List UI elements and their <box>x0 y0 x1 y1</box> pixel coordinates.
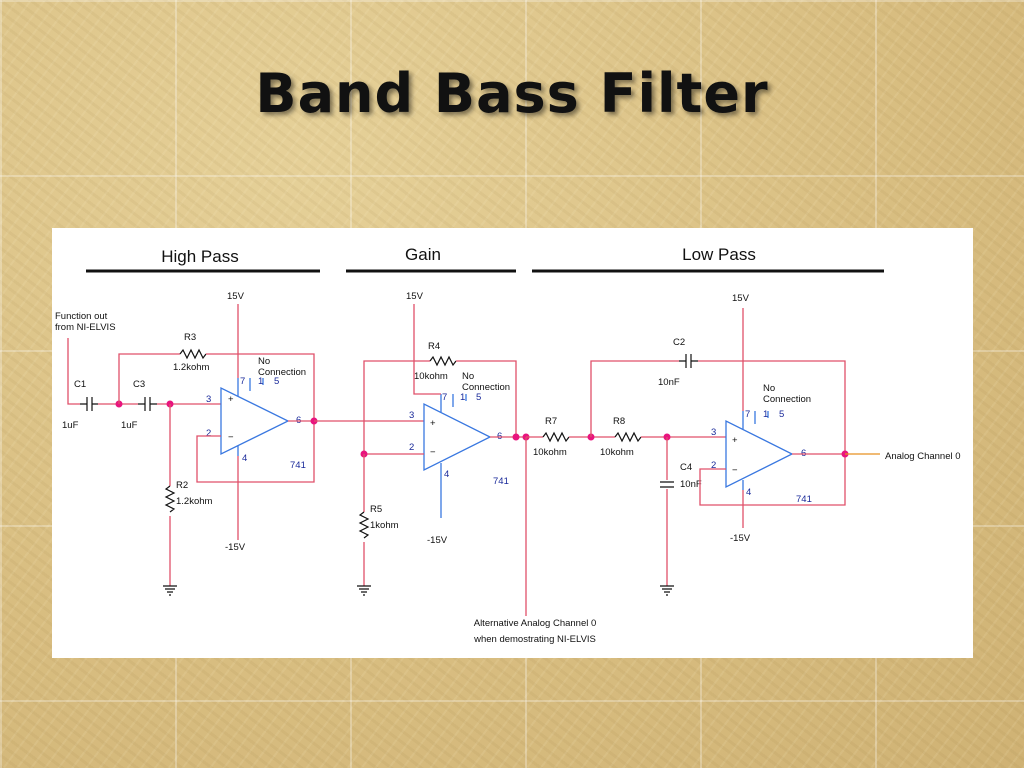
c2-name: C2 <box>673 337 685 348</box>
resistor-r7 <box>542 431 570 443</box>
capacitor-c4 <box>660 481 674 488</box>
r5-value: 1kohm <box>370 520 399 531</box>
r7-name: R7 <box>545 416 557 427</box>
r3-value: 1.2kohm <box>173 362 210 373</box>
u3-pin7: 7 <box>745 409 750 420</box>
u1-plus: + <box>228 394 234 405</box>
u3-pin2: 2 <box>711 460 716 471</box>
output-label: Analog Channel 0 <box>885 451 961 462</box>
section-gain: Gain <box>405 245 441 264</box>
circuit-schematic: High Pass Gain Low Pass Function out fro… <box>55 245 961 645</box>
section-high-pass: High Pass <box>161 247 238 266</box>
c4-value: 10nF <box>680 479 702 490</box>
r3-name: R3 <box>184 332 196 343</box>
u1-pin2: 2 <box>206 428 211 439</box>
c3-value: 1uF <box>121 420 138 431</box>
u1-pin4: 4 <box>242 453 247 464</box>
r4-name: R4 <box>428 341 440 352</box>
ground-symbol-1 <box>163 585 177 596</box>
resistor-r8 <box>614 431 642 443</box>
u2-part: 741 <box>493 476 509 487</box>
c2-value: 10nF <box>658 377 680 388</box>
u1-minus: − <box>228 432 234 443</box>
u3-pin5: 5 <box>779 409 784 420</box>
u3-pin4: 4 <box>746 487 751 498</box>
u3-pin1: 1 <box>763 409 768 420</box>
resistor-r3 <box>179 348 207 360</box>
u2-pin5: 5 <box>476 392 481 403</box>
wire-u3-feedback <box>699 454 846 506</box>
input-label-line2: from NI-ELVIS <box>55 322 116 333</box>
wire-u2-vplus <box>413 304 441 395</box>
r2-value: 1.2kohm <box>176 496 213 507</box>
u1-pin5: 5 <box>274 376 279 387</box>
r4-value: 10kohm <box>414 371 448 382</box>
capacitor-c3 <box>138 397 157 411</box>
wire-c2-left <box>590 360 679 437</box>
u2-plus: + <box>430 418 436 429</box>
u2-vminus: -15V <box>427 535 448 546</box>
alt-channel-line2: when demostrating NI-ELVIS <box>473 634 596 645</box>
wire-r4-left <box>363 360 430 454</box>
u3-vplus: 15V <box>732 293 750 304</box>
resistor-r5 <box>358 511 370 539</box>
ground-symbol-3 <box>660 585 674 596</box>
resistor-r4 <box>429 355 457 367</box>
u2-pin3: 3 <box>409 410 414 421</box>
u1-part: 741 <box>290 460 306 471</box>
u2-minus: − <box>430 447 436 458</box>
u2-pin7: 7 <box>442 392 447 403</box>
capacitor-c1 <box>80 397 98 411</box>
u1-pin1: 1 <box>258 376 263 387</box>
u2-vplus: 15V <box>406 291 424 302</box>
c3-name: C3 <box>133 379 145 390</box>
u3-minus: − <box>732 465 738 476</box>
wire-u1-feedback <box>196 421 315 483</box>
circuit-diagram-panel: High Pass Gain Low Pass Function out fro… <box>52 228 973 658</box>
u3-nc-line2: Connection <box>763 394 811 405</box>
u1-nc-line1: No <box>258 356 270 367</box>
ground-symbol-2 <box>357 585 371 596</box>
r5-name: R5 <box>370 504 382 515</box>
u1-pin3: 3 <box>206 394 211 405</box>
u3-part: 741 <box>796 494 812 505</box>
u1-vplus: 15V <box>227 291 245 302</box>
u3-nc-line1: No <box>763 383 775 394</box>
r2-name: R2 <box>176 480 188 491</box>
opamp-u2 <box>423 394 492 518</box>
u2-pin4: 4 <box>444 469 449 480</box>
u1-pin7: 7 <box>240 376 245 387</box>
input-label-line1: Function out <box>55 311 108 322</box>
u3-vminus: -15V <box>730 533 751 544</box>
resistor-r2 <box>164 485 176 513</box>
u3-plus: + <box>732 435 738 446</box>
input-wire <box>67 338 80 405</box>
u2-nc-line1: No <box>462 371 474 382</box>
wire-r4-right <box>456 360 517 437</box>
u1-nc-line2: Connection <box>258 367 306 378</box>
u2-pin1: 1 <box>460 392 465 403</box>
wire-r3-left <box>118 353 180 404</box>
capacitor-c2 <box>679 354 698 368</box>
section-low-pass: Low Pass <box>682 245 756 264</box>
slide-title: Band Bass Filter <box>255 62 769 125</box>
r7-value: 10kohm <box>533 447 567 458</box>
wire-r3-right <box>206 353 315 421</box>
u3-pin3: 3 <box>711 427 716 438</box>
opamp-u3 <box>725 411 794 490</box>
opamp-u1 <box>220 378 290 456</box>
wire-c2-right <box>698 360 846 454</box>
r8-name: R8 <box>613 416 625 427</box>
c4-name: C4 <box>680 462 692 473</box>
node-u2-output-a <box>512 433 520 441</box>
u2-pin2: 2 <box>409 442 414 453</box>
u1-vminus: -15V <box>225 542 246 553</box>
c1-value: 1uF <box>62 420 79 431</box>
c1-name: C1 <box>74 379 86 390</box>
u2-nc-line2: Connection <box>462 382 510 393</box>
alt-channel-line1: Alternative Analog Channel 0 <box>474 618 597 629</box>
r8-value: 10kohm <box>600 447 634 458</box>
